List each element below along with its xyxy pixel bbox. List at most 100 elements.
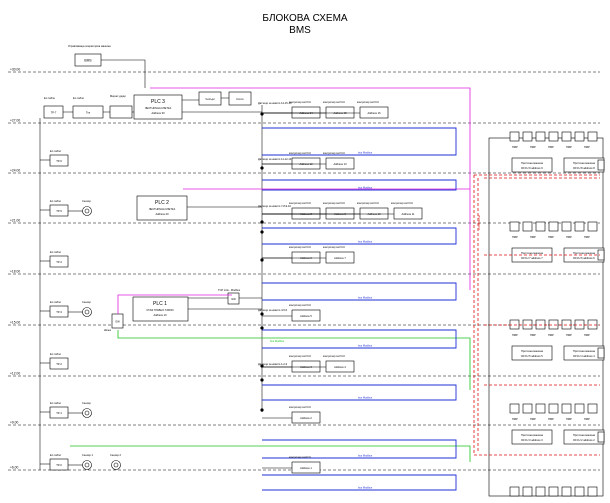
boiler-box — [228, 91, 252, 106]
sensor-square — [587, 403, 598, 414]
misc-box — [109, 105, 133, 119]
sensor-icon — [82, 206, 92, 216]
panel-label: Ел.табло — [50, 401, 61, 405]
sensor-square — [509, 221, 520, 232]
fcu-label: контролер за FCU — [289, 354, 311, 358]
small-label: ПМР — [566, 333, 572, 337]
tr7-label: Ел.табло — [44, 96, 55, 100]
panel-text: ТР-0 — [56, 463, 62, 467]
sensor-square — [509, 486, 520, 497]
fcu-box — [291, 106, 321, 119]
sensor-square — [509, 403, 520, 414]
col-label-c: Датчици за нивото 7-8-9-10 — [258, 204, 291, 208]
misc-label: Мерни уреди — [110, 94, 126, 98]
fcu-label: контролер за FCU — [289, 151, 311, 155]
ahu-line2: DFCU 6 address 6 — [573, 256, 595, 260]
fcu-addr: Address 11 — [402, 212, 415, 216]
fcu-box — [291, 207, 321, 220]
fcu-box — [393, 207, 423, 220]
ahu-line1: Приточна машина — [521, 161, 543, 165]
panel-label: Ел.табло — [50, 149, 61, 153]
edge-terminal — [597, 159, 605, 171]
sensor-icon-inner — [113, 462, 119, 468]
blue-bus-label: bus Modbus — [358, 186, 373, 190]
blue-bus-label: bus Modbus — [358, 344, 373, 348]
column-node — [260, 312, 264, 316]
ahu-box — [511, 429, 553, 445]
fcu-label: контролер за FCU — [289, 100, 311, 104]
sensor-icon — [82, 307, 92, 317]
fcu-addr: Address 5 — [300, 314, 312, 318]
sensor-icon — [82, 408, 92, 418]
fcu-bus-loops: bus Modbus bus Modbus bus Modbus bus Modbus… — [262, 127, 457, 491]
fcu-addr: Address 13 — [333, 162, 347, 166]
sensor-square — [548, 403, 559, 414]
sensor-square — [574, 403, 585, 414]
fcu-addr: Address 4 — [334, 365, 346, 369]
column-node — [260, 258, 264, 262]
small-label: ПМР — [512, 417, 518, 421]
panel-box — [49, 255, 69, 268]
sensor-square — [561, 131, 572, 142]
small-label: ПМР — [530, 235, 536, 239]
fcu-box — [359, 106, 389, 119]
level-label: +15.00 — [10, 321, 20, 325]
sensor-square — [574, 131, 585, 142]
small-label: ПМР — [530, 145, 536, 149]
fcu-label: контролер за FCU — [289, 405, 311, 409]
sensor-square — [587, 486, 598, 497]
fcu-label: контролер за FCU — [289, 245, 311, 249]
plc3-links — [63, 97, 229, 113]
level-label: +24.00 — [10, 169, 20, 173]
ahu-line2: DFCU 3 address 3 — [521, 438, 543, 442]
blue-loop — [262, 329, 457, 349]
gw2-box — [227, 292, 240, 305]
small-label: ПМР — [512, 333, 518, 337]
blue-loop — [262, 179, 457, 191]
fcu-label: контролер за FCU — [289, 455, 311, 459]
sensor-square — [561, 486, 572, 497]
fcu-addr: Address 1 — [300, 466, 312, 470]
blue-loop — [262, 474, 457, 491]
panel-box — [49, 458, 69, 471]
chiller-box — [198, 91, 222, 106]
small-label: ПМР — [584, 333, 590, 337]
panel-box — [49, 357, 69, 370]
green-bus-label: bus Modbus — [270, 339, 285, 343]
edge-terminal — [597, 249, 605, 261]
fcu-box — [291, 251, 321, 264]
diagram-subtitle: BMS — [289, 25, 311, 36]
blue-bus-label: bus Modbus — [358, 396, 373, 400]
ahu-line2: DFCU 2 address 2 — [573, 438, 595, 442]
sensor-square — [587, 131, 598, 142]
plc3-box — [133, 94, 183, 120]
fcu-addr: Address 16 — [367, 111, 381, 115]
plc3-name: PLC 3 — [151, 99, 165, 105]
fcu-addr: Address 7 — [334, 256, 346, 260]
small-label: ПМР — [584, 145, 590, 149]
blue-loop — [262, 282, 457, 301]
edge-terminal — [597, 431, 605, 443]
ahu-line2: DFCU 4 address 4 — [573, 354, 595, 358]
fcu-label: контролер за FCU — [323, 100, 345, 104]
fcu-label: контролер за FCU — [289, 201, 311, 205]
plc3-sub: ЛЕСТНИЧНА КЛЕТКА — [145, 106, 172, 110]
blue-loop — [262, 227, 457, 245]
small-label: ПМР — [566, 235, 572, 239]
ahu-line1: Приточна машина — [521, 251, 543, 255]
sensor-square — [535, 403, 546, 414]
gw-text: GW — [115, 320, 120, 324]
sensor-square — [522, 131, 533, 142]
ahu-line1: Приточна машина — [573, 349, 595, 353]
level-label: +12.00 — [10, 372, 20, 376]
small-label: ПМР — [566, 417, 572, 421]
fcu-box — [325, 157, 355, 170]
col-label-b: Датчици за нивото 11-12-13 — [258, 157, 292, 161]
ahu-box — [511, 345, 553, 361]
sensor-label: Сензор — [82, 300, 91, 304]
green-bus — [70, 330, 471, 462]
panel-text: ТР-2 — [56, 362, 62, 366]
plc2-addr: Address 20 — [155, 212, 169, 216]
small-label: ПМР — [584, 235, 590, 239]
sensor-square — [522, 486, 533, 497]
